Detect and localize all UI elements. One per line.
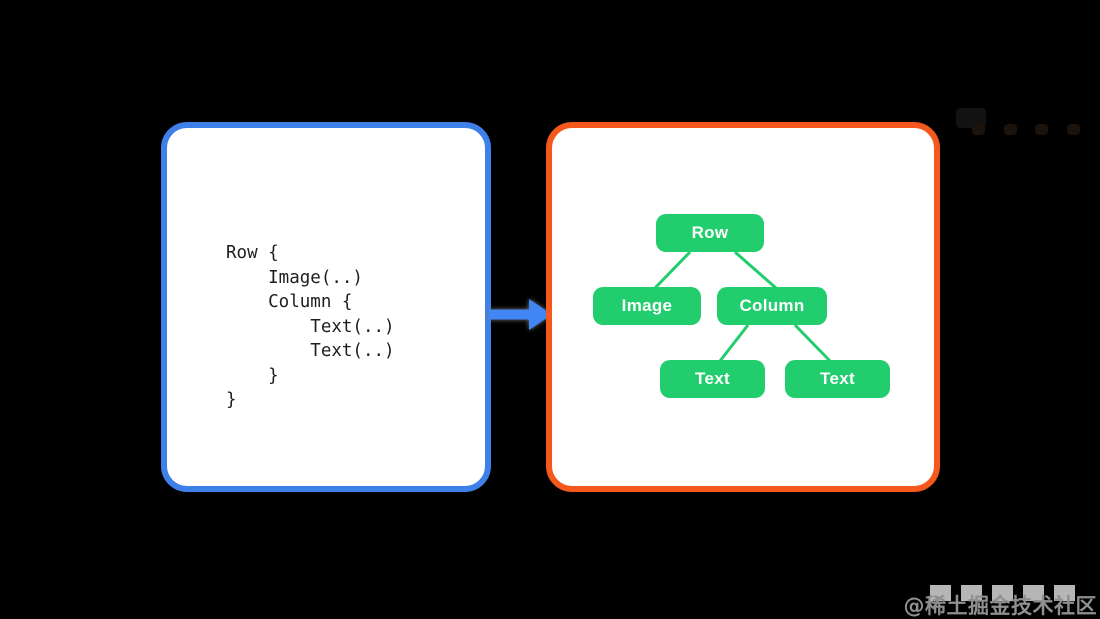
tree-node-image: Image: [593, 287, 701, 325]
tree-panel: Row Image Column Text Text: [546, 122, 940, 492]
code-line: Text(..): [226, 341, 395, 361]
code-panel: Row { Image(..) Column { Text(..) Text(.…: [161, 122, 491, 492]
code-line: }: [226, 390, 237, 410]
right-arrow-icon: [486, 296, 554, 333]
watermark-dot: [972, 124, 985, 135]
tree-edges: [653, 250, 832, 363]
watermark-dot: [1004, 124, 1017, 135]
watermark-dot: [1035, 124, 1048, 135]
watermark-remnant: [948, 108, 1100, 140]
code-block: Row { Image(..) Column { Text(..) Text(.…: [226, 241, 395, 413]
tree-node-text-right: Text: [785, 360, 890, 398]
code-line: Column {: [226, 292, 353, 312]
tree-node-column: Column: [717, 287, 827, 325]
code-line: }: [226, 365, 279, 386]
tree-node-row: Row: [656, 214, 764, 252]
watermark-dot: [1067, 124, 1080, 135]
watermark-text: @稀土掘金技术社区: [903, 594, 1097, 618]
code-line: Row {: [226, 243, 279, 263]
watermark: @稀土掘金技术社区: [904, 585, 1098, 618]
code-line: Text(..): [226, 316, 395, 337]
watermark-highlight-bars: [929, 585, 1075, 601]
watermark-smudge: [956, 108, 986, 128]
tree-node-text-left: Text: [660, 360, 765, 398]
code-line: Image(..): [226, 267, 363, 288]
